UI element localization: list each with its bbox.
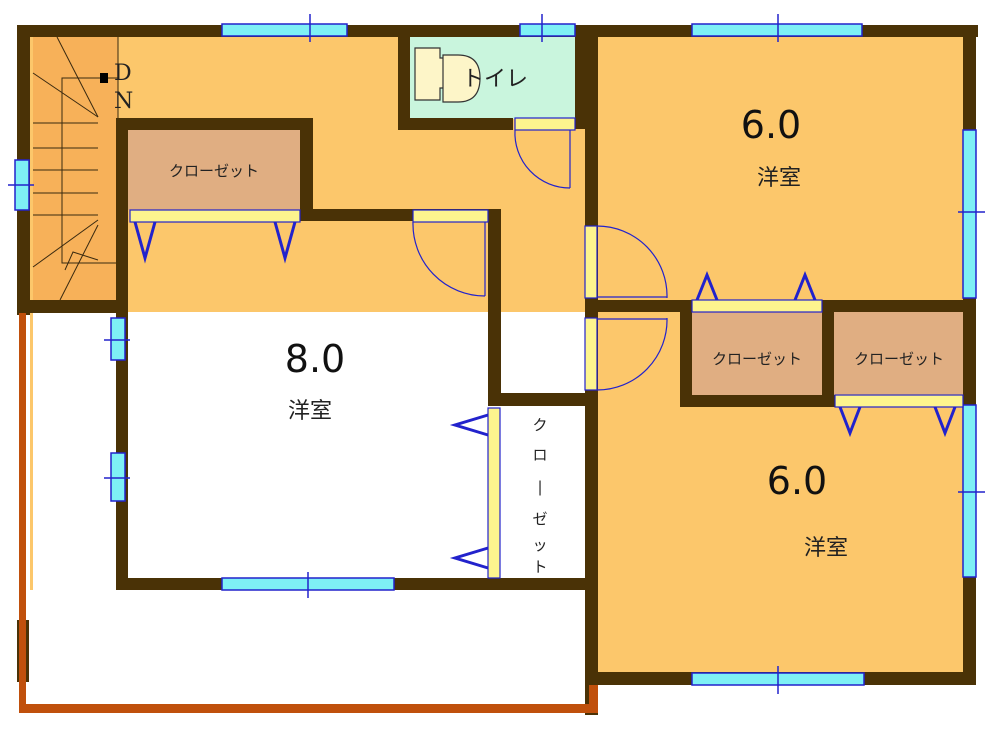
staircase — [32, 36, 119, 301]
closet-2-floor — [692, 312, 822, 395]
stairs-marker-icon — [100, 73, 108, 83]
toilet-label: トイレ — [462, 67, 528, 92]
closet-label: クローゼット — [712, 350, 802, 368]
stairs-label-d: D — [114, 61, 132, 86]
room-type-label: 洋室 — [757, 166, 801, 191]
stairs-label-n: N — [114, 89, 133, 114]
closet-label-vertical: ク ロ | ゼ ッ ト — [532, 416, 547, 576]
room-size-label: 8.0 — [285, 337, 345, 381]
door-panel — [584, 225, 598, 299]
closet-door — [487, 407, 501, 579]
doors — [129, 117, 964, 579]
balcony-rail — [19, 313, 598, 713]
svg-text:ッ: ッ — [532, 536, 547, 554]
room-size-label: 6.0 — [741, 103, 801, 147]
door-panel — [412, 209, 489, 223]
closet-door — [834, 394, 964, 408]
closet-door — [691, 299, 823, 313]
room-size-label: 6.0 — [767, 459, 827, 503]
svg-text:ゼ: ゼ — [532, 510, 547, 528]
window — [691, 23, 863, 37]
closet-1-floor — [128, 130, 300, 210]
svg-text:ト: ト — [532, 558, 547, 576]
window — [110, 317, 126, 361]
svg-text:ク: ク — [532, 416, 547, 434]
window — [221, 23, 348, 37]
closet-door — [129, 209, 301, 223]
toilet-icon — [414, 47, 481, 103]
window — [110, 452, 126, 502]
svg-text:|: | — [537, 478, 542, 496]
closet-label: クローゼット — [169, 162, 259, 180]
closet-label: クローゼット — [854, 350, 944, 368]
window — [519, 23, 576, 37]
room-type-label: 洋室 — [804, 536, 848, 561]
door-panel — [514, 117, 576, 131]
window — [962, 129, 977, 299]
window — [962, 404, 977, 578]
door-panel — [584, 317, 598, 391]
svg-text:ロ: ロ — [532, 446, 547, 464]
room-type-label: 洋室 — [288, 399, 332, 424]
closet-3-floor — [833, 312, 965, 394]
window-marks — [8, 14, 985, 694]
